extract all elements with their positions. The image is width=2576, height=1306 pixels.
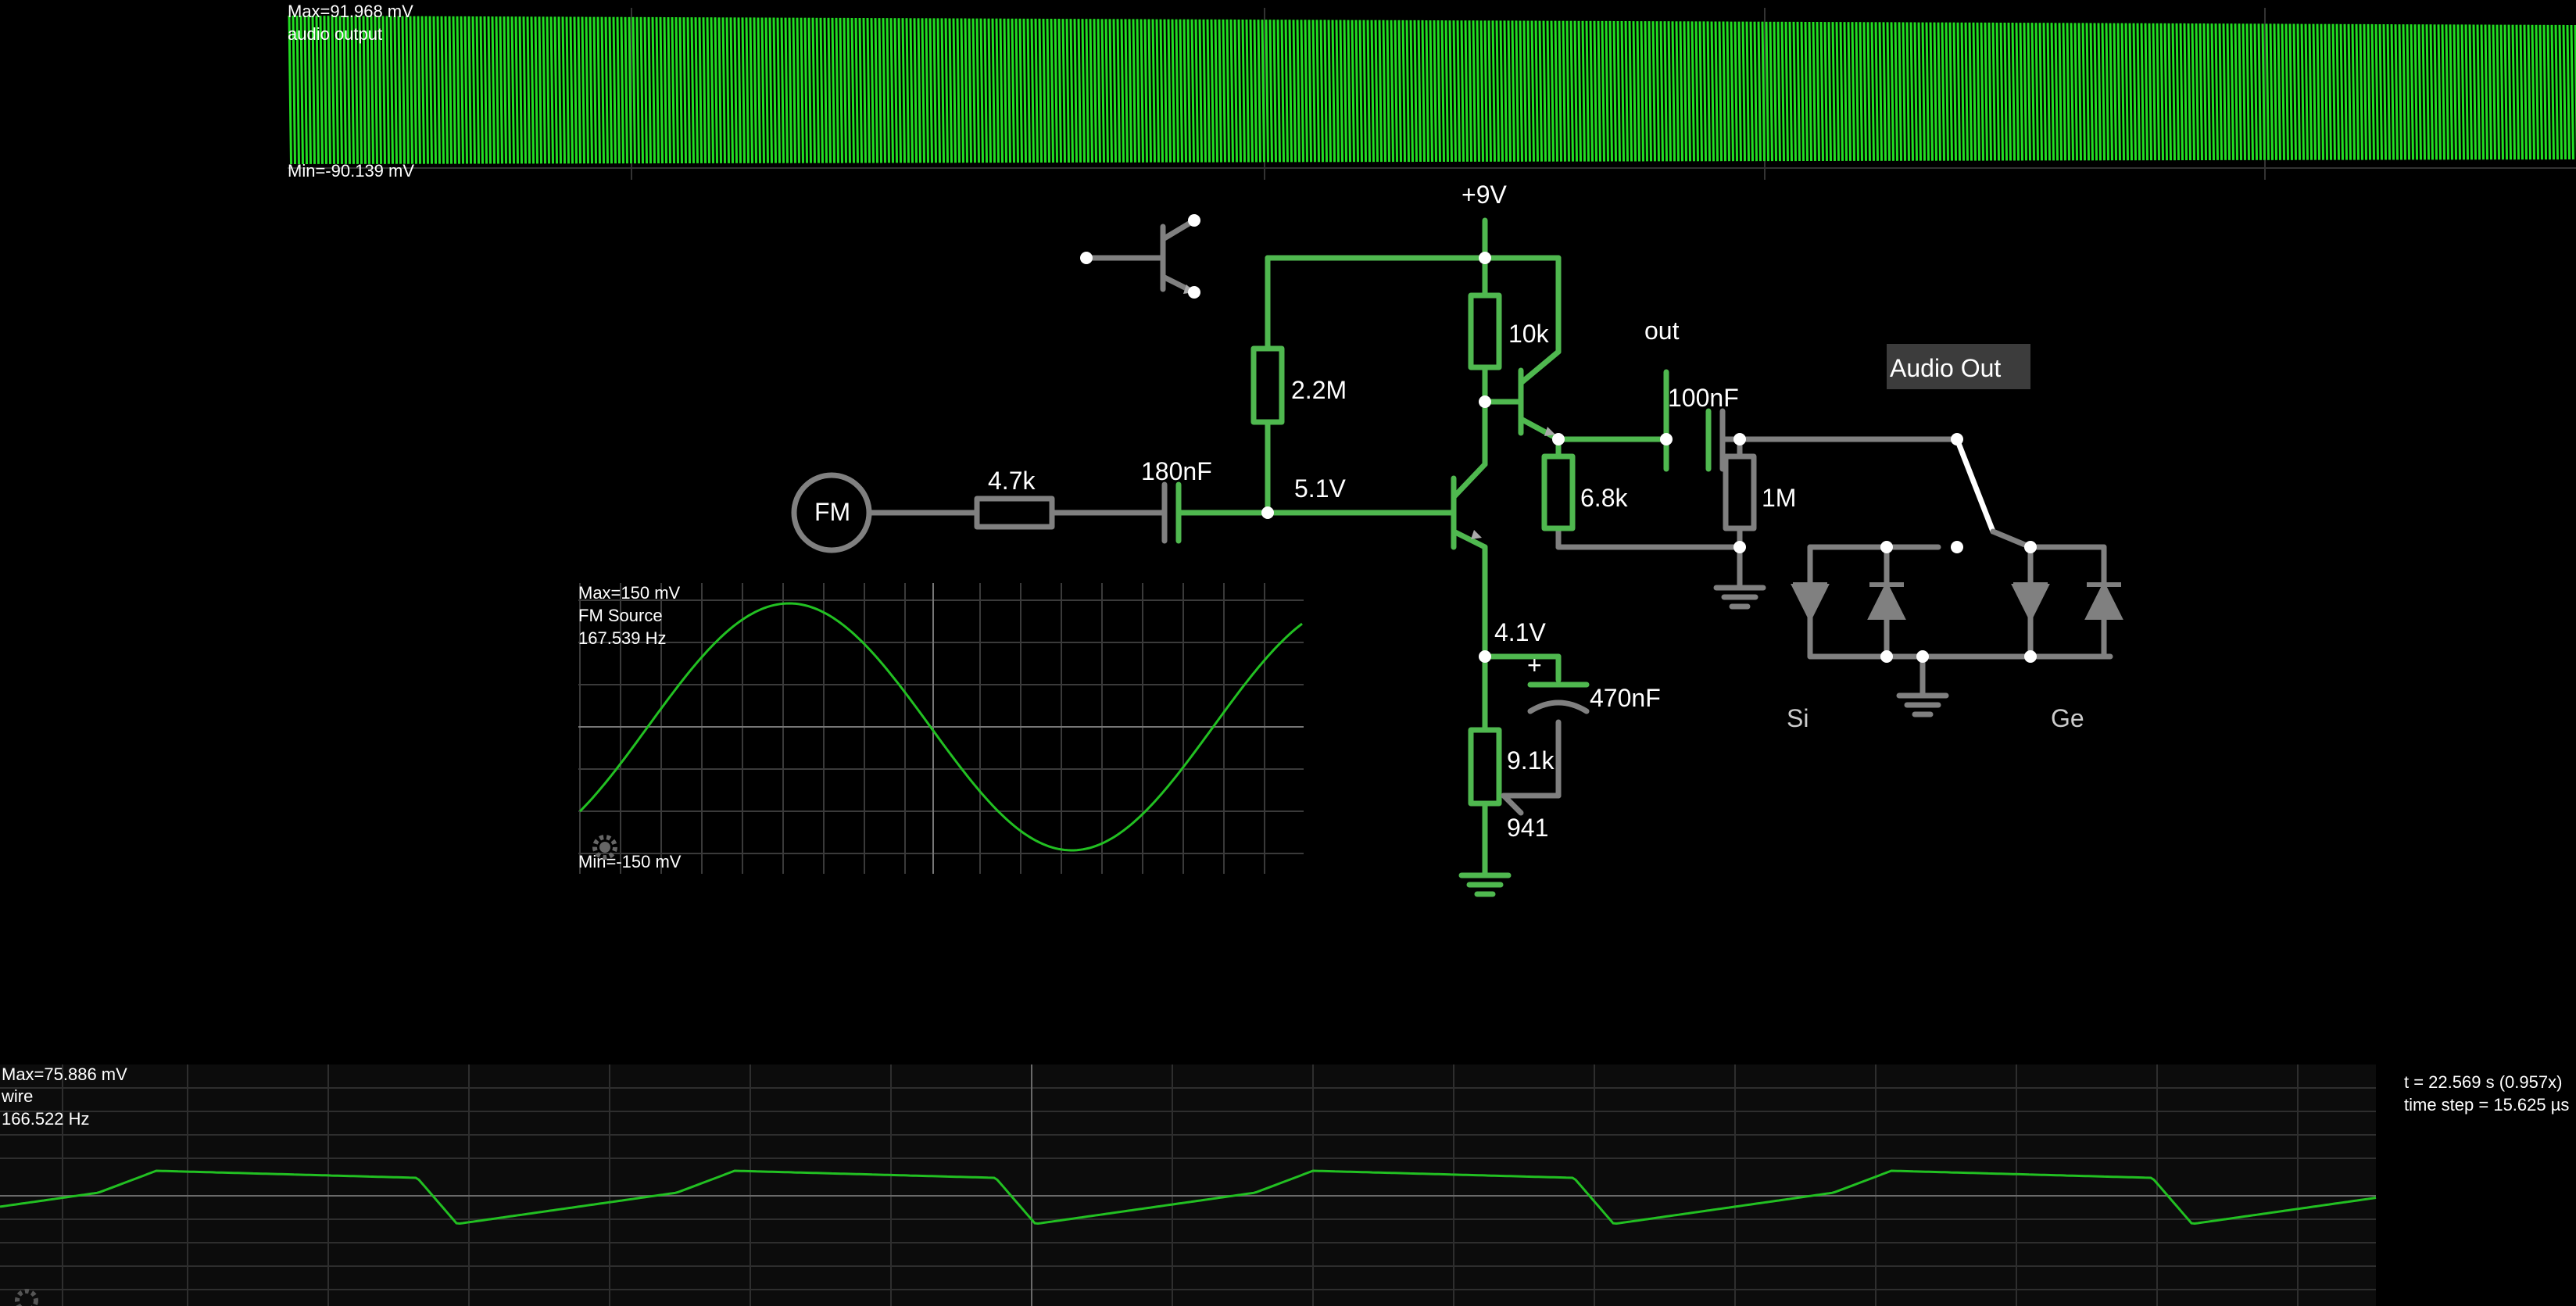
resistor-10k[interactable] (1468, 292, 1502, 370)
wire-scope-name-label: wire (1, 1086, 33, 1106)
transistor-q1[interactable] (1451, 461, 1488, 550)
fm-scope-min-label: Min=-150 mV (578, 852, 682, 871)
circuit-nodes (1080, 214, 2037, 663)
resistor-1m-label: 1M (1762, 484, 1796, 512)
audio-out-button[interactable]: Audio Out (1887, 344, 2030, 389)
scope-max-label: Max=91.968 mV (288, 2, 413, 21)
audio-output-scope[interactable]: Max=91.968 mV audio output Min=-90.139 m… (288, 2, 2576, 181)
audio-output-trace (288, 15, 2576, 165)
wire-scope-max-label: Max=75.886 mV (2, 1064, 127, 1084)
out-label: out (1644, 317, 1680, 345)
transistor-q2[interactable] (1518, 349, 1562, 442)
q1-emitter-arrow (1471, 530, 1482, 539)
fm-source[interactable] (791, 472, 872, 553)
resistor-4-7k-label: 4.7k (988, 467, 1036, 495)
wire-trace (0, 1169, 2377, 1225)
capacitor-180nf-label: 180nF (1141, 457, 1212, 485)
q2-emitter-arrow (1544, 427, 1555, 436)
capacitor-polarity-label: + (1527, 651, 1542, 679)
wire-scope-freq-label: 166.522 Hz (2, 1109, 90, 1129)
potentiometer-setting-label: 941 (1507, 814, 1548, 842)
fm-scope-name-label: FM Source (578, 606, 663, 625)
fm-scope-gear-icon[interactable] (592, 835, 617, 860)
capacitor-180nf[interactable] (1161, 481, 1182, 544)
diodes[interactable] (1791, 581, 2123, 623)
fm-scope-max-label: Max=150 mV (578, 583, 681, 603)
fm-source-label: FM (814, 498, 850, 526)
wire-scope-gear-icon[interactable] (15, 1289, 38, 1306)
capacitor-470nf[interactable] (1527, 682, 1590, 714)
resistor-10k-label: 10k (1508, 320, 1550, 348)
supply-label: +9V (1462, 181, 1507, 209)
resistor-4-7k[interactable] (974, 496, 1055, 530)
resistor-6-8k-label: 6.8k (1580, 484, 1628, 512)
emitter-voltage-label: 4.1V (1494, 618, 1546, 646)
wire-scope[interactable]: Max=75.886 mV wire 166.522 Hz (0, 1064, 2377, 1306)
fm-scope-freq-label: 167.539 Hz (578, 628, 667, 648)
diode-si-label: Si (1787, 704, 1809, 732)
resistor-2-2m[interactable] (1250, 345, 1285, 425)
scope-min-label: Min=-90.139 mV (288, 161, 414, 181)
capacitor-470nf-label: 470nF (1590, 684, 1661, 712)
simulation-time: t = 22.569 s (0.957x) (2404, 1072, 2562, 1092)
resistor-6-8k[interactable] (1541, 453, 1576, 531)
capacitor-100nf[interactable] (1663, 408, 1726, 472)
diode-ge-label: Ge (2051, 704, 2084, 732)
simulation-time-step: time step = 15.625 µs (2404, 1095, 2569, 1115)
unconnected-transistor[interactable] (1083, 217, 1197, 295)
ground-symbol-emitter (1458, 872, 1512, 897)
audio-out-label: Audio Out (1890, 354, 2001, 382)
scope-name-label: audio output (288, 24, 382, 44)
fm-source-trace (578, 602, 1303, 852)
potentiometer-value-label: 9.1k (1507, 746, 1555, 775)
resistor-1m[interactable] (1723, 453, 1757, 531)
base-voltage-label: 5.1V (1294, 474, 1346, 503)
inactive-wires[interactable] (868, 436, 2113, 799)
resistor-2-2m-label: 2.2M (1291, 376, 1347, 404)
fm-source-scope[interactable]: Max=150 mV FM Source 167.539 Hz Min=-150… (578, 583, 1304, 874)
capacitor-100nf-label: 100nF (1668, 384, 1739, 412)
ground-symbols (1713, 585, 1949, 717)
potentiometer-9-1k[interactable] (1468, 727, 1524, 816)
